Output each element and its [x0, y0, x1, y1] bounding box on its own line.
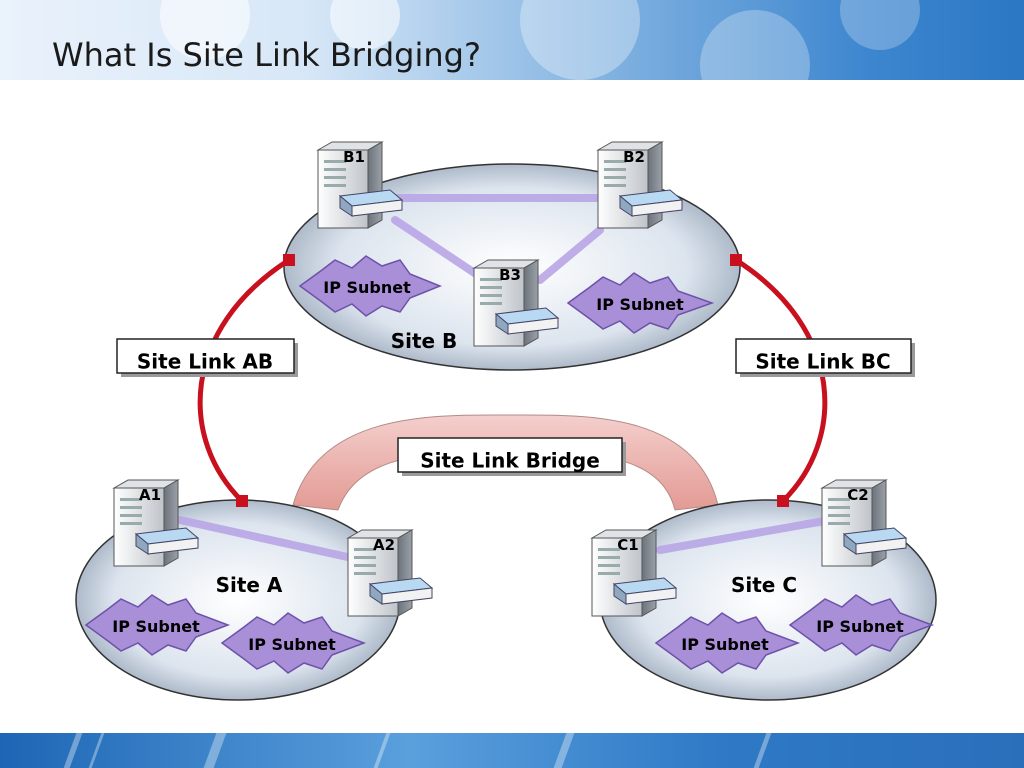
- server-label: B1: [343, 148, 365, 166]
- site-link-bc-box: Site Link BC: [735, 338, 915, 377]
- server-label: A1: [139, 486, 161, 504]
- decor-streak: [373, 733, 391, 768]
- footer-banner: [0, 733, 1024, 768]
- ip-subnet-label: IP Subnet: [323, 278, 411, 297]
- site-b-label: Site B: [391, 329, 458, 353]
- server-label: B3: [499, 266, 521, 284]
- ip-subnet-c2: IP Subnet: [788, 594, 935, 656]
- decor-streak: [88, 733, 105, 768]
- decor-streak: [753, 733, 772, 768]
- site-c-label: Site C: [731, 573, 797, 597]
- decor-bubble: [700, 10, 810, 80]
- decor-streak: [553, 733, 575, 768]
- server-c2: C2: [821, 479, 907, 567]
- site-link-bridge-box: Site Link Bridge: [397, 437, 626, 476]
- decor-bubble: [840, 0, 920, 50]
- site-link-ab-label: Site Link AB: [137, 350, 273, 374]
- decor-streak: [203, 733, 227, 768]
- server-a2: A2: [347, 529, 433, 617]
- site-link-ab-box: Site Link AB: [116, 338, 298, 377]
- ip-subnet-label: IP Subnet: [248, 635, 336, 654]
- server-label: A2: [373, 536, 395, 554]
- page-title: What Is Site Link Bridging?: [52, 36, 481, 74]
- ip-subnet-label: IP Subnet: [816, 617, 904, 636]
- replication-lines: [176, 194, 834, 562]
- decor-streak: [63, 733, 83, 768]
- site-a-label: Site A: [216, 573, 283, 597]
- server-label: C2: [847, 486, 868, 504]
- server-label: B2: [623, 148, 645, 166]
- ip-subnet-label: IP Subnet: [112, 617, 200, 636]
- server-label: C1: [617, 536, 638, 554]
- server-b3: B3: [473, 259, 559, 347]
- ip-subnet-b2: IP Subnet: [566, 272, 715, 334]
- server-b2: B2: [597, 141, 683, 229]
- site-link-bc-line: [734, 257, 828, 503]
- server-c1: C1: [591, 529, 677, 617]
- ip-subnet-label: IP Subnet: [681, 635, 769, 654]
- ip-subnet-b1: IP Subnet: [298, 255, 443, 317]
- site-link-ab-line: [197, 257, 291, 503]
- ip-subnet-a2: IP Subnet: [220, 612, 367, 674]
- header-banner: What Is Site Link Bridging?: [0, 0, 1024, 80]
- link-endpoint: [283, 254, 295, 266]
- link-endpoint: [236, 495, 248, 507]
- site-link-bc-label: Site Link BC: [755, 350, 890, 374]
- link-endpoint: [777, 495, 789, 507]
- server-b1: B1: [317, 141, 403, 229]
- decor-bubble: [520, 0, 640, 80]
- link-endpoint: [730, 254, 742, 266]
- ip-subnet-a1: IP Subnet: [84, 594, 231, 656]
- ip-subnet-label: IP Subnet: [596, 295, 684, 314]
- ip-subnet-c1: IP Subnet: [654, 612, 801, 674]
- site-link-bridge-label: Site Link Bridge: [420, 449, 600, 473]
- site-link-diagram: IP Subnet IP Subnet IP Subnet IP Subnet …: [75, 141, 937, 701]
- server-a1: A1: [113, 479, 199, 567]
